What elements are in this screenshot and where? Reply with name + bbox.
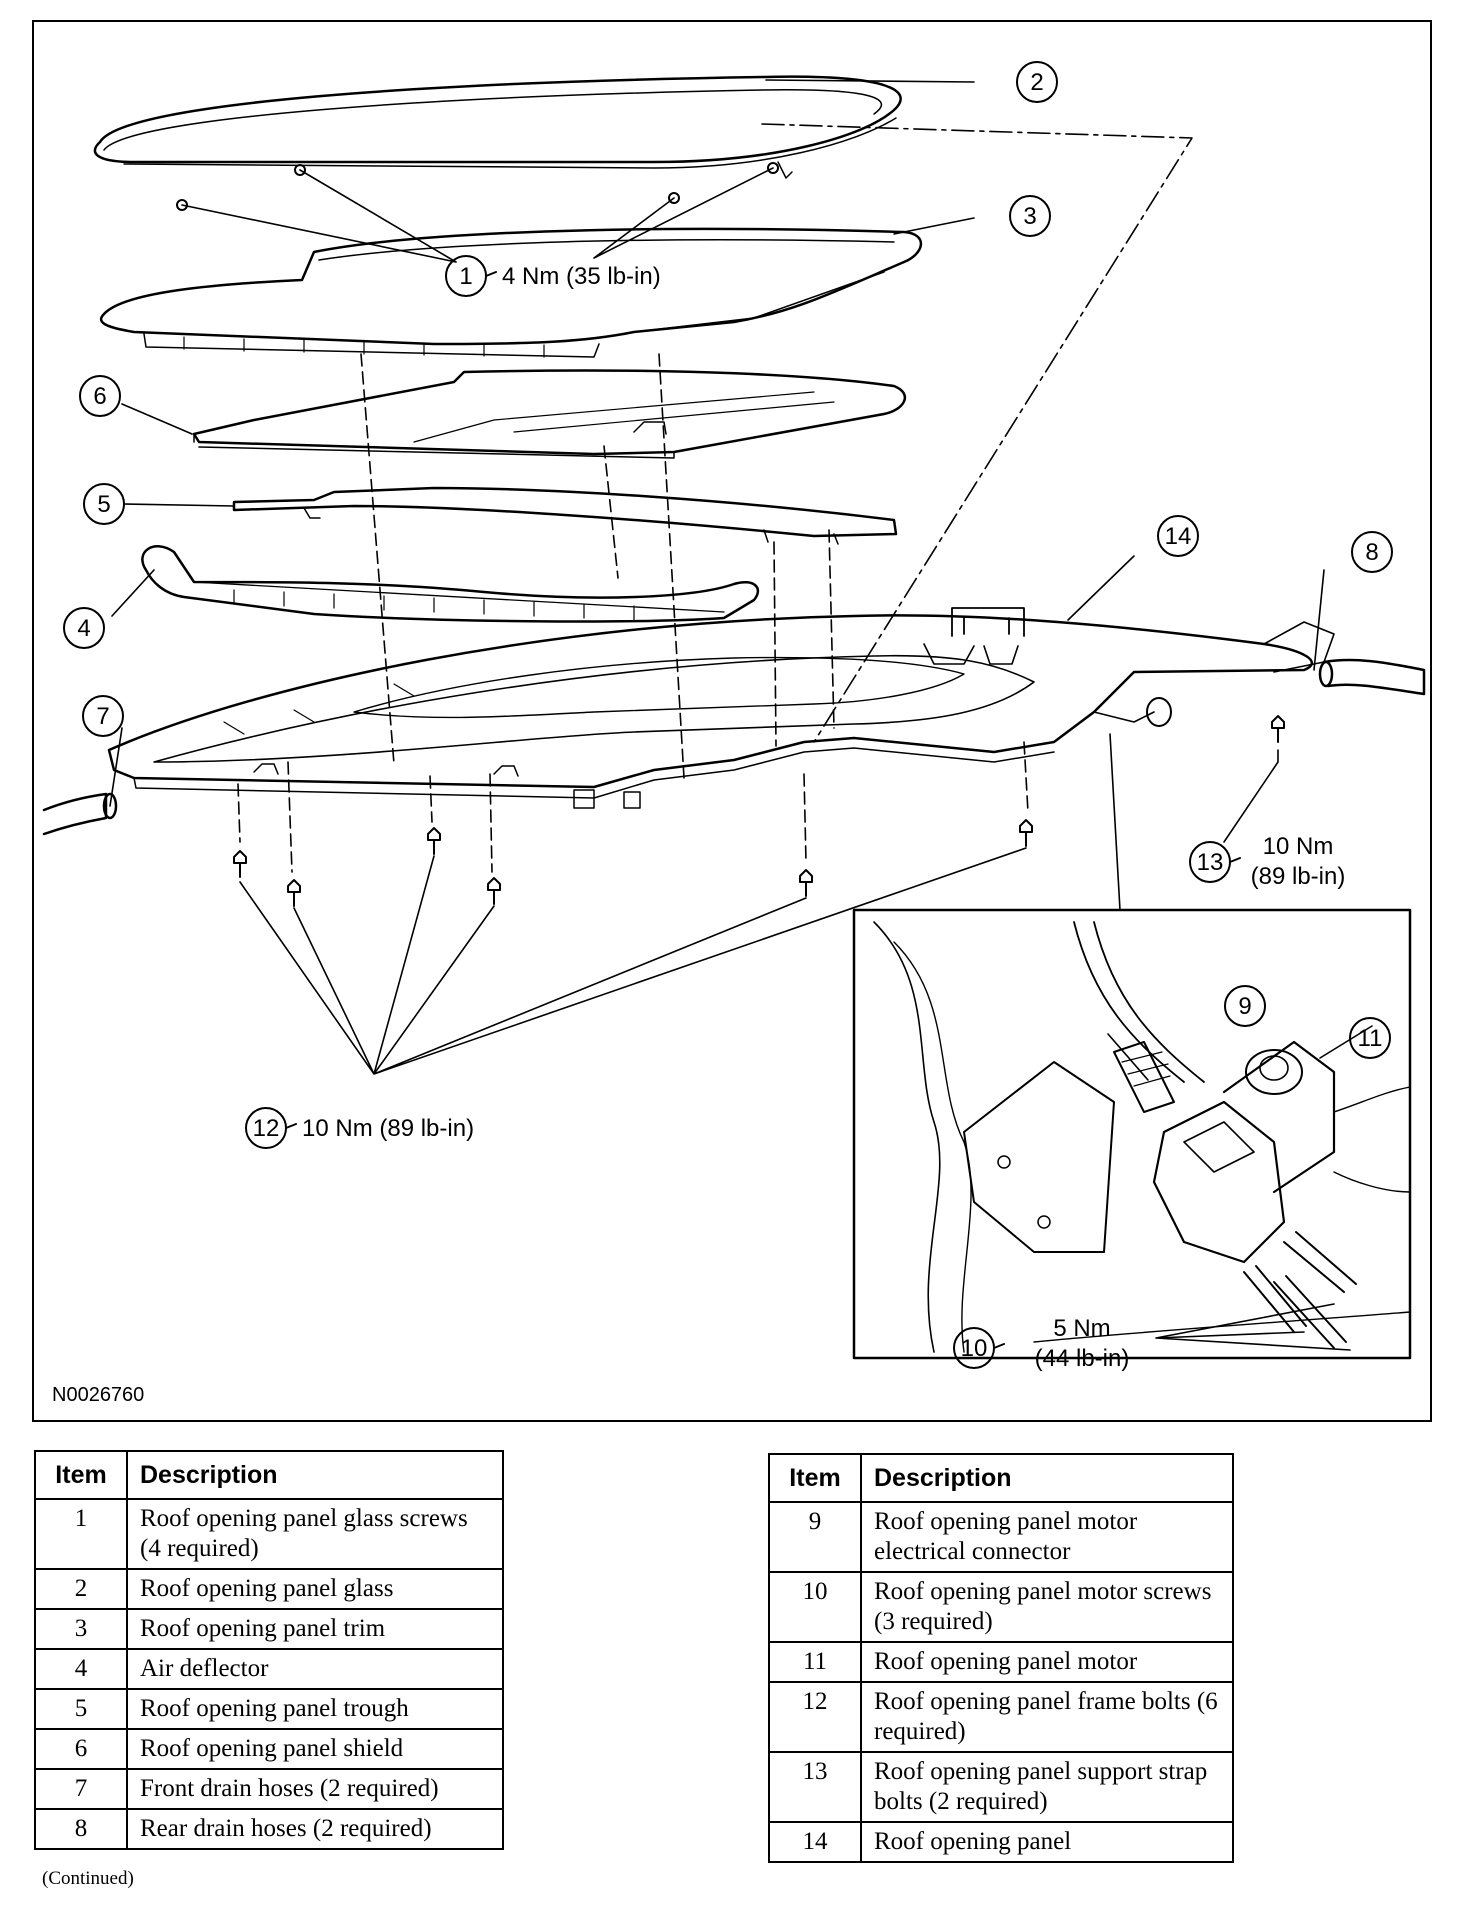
shield-panel	[192, 369, 907, 459]
callout-8: 8	[1365, 539, 1378, 566]
torque-label-13-imperial: (89 lb-in)	[1251, 863, 1346, 890]
legend-item-number: 13	[768, 1751, 862, 1823]
inset-detail	[852, 908, 1412, 1360]
legend-item-description: Rear drain hoses (2 required)	[126, 1808, 504, 1850]
leader-lines	[109, 79, 1325, 1075]
description-header: Description	[860, 1453, 1234, 1503]
legend-item-number: 2	[34, 1568, 128, 1610]
legend-item-number: 6	[34, 1728, 128, 1770]
legend-item-number: 7	[34, 1768, 128, 1810]
legend-item-description: Roof opening panel support strap bolts (…	[860, 1751, 1234, 1823]
roof-panel-frame	[107, 607, 1335, 809]
legend-item-description: Roof opening panel glass screws (4 requi…	[126, 1498, 504, 1570]
callout-11: 11	[1358, 1025, 1383, 1052]
legend-item-number: 10	[768, 1571, 862, 1643]
air-deflector	[141, 545, 760, 623]
front-drain-hose	[42, 792, 118, 836]
exploded-diagram: 2 3 1 6 5 4 7 8 14 13 9 11 12 10 4 Nm (3…	[32, 20, 1432, 1422]
legend-item-description: Roof opening panel frame bolts (6 requir…	[860, 1681, 1234, 1753]
legend-item-description: Front drain hoses (2 required)	[126, 1768, 504, 1810]
callout-14: 14	[1165, 523, 1192, 550]
legend-item-description: Roof opening panel motor electrical conn…	[860, 1501, 1234, 1573]
legend-item-number: 5	[34, 1688, 128, 1730]
legend-item-description: Roof opening panel motor screws (3 requi…	[860, 1571, 1234, 1643]
legend-item-number: 12	[768, 1681, 862, 1753]
legend-item-description: Roof opening panel trough	[126, 1688, 504, 1730]
legend-item-description: Roof opening panel shield	[126, 1728, 504, 1770]
legend-item-number: 9	[768, 1501, 862, 1573]
callout-circles	[63, 61, 1393, 1369]
legend-item-number: 8	[34, 1808, 128, 1850]
legend-header-row: Item Description	[34, 1450, 504, 1500]
legend-item-description: Roof opening panel glass	[126, 1568, 504, 1610]
torque-label-13-value: 10 Nm	[1263, 833, 1334, 860]
assembly-lines	[237, 123, 1193, 873]
item-header: Item	[768, 1453, 862, 1503]
legend-item-number: 11	[768, 1641, 862, 1683]
legend-item-description: Roof opening panel motor	[860, 1641, 1234, 1683]
callout-10: 10	[961, 1335, 988, 1362]
glass-screws	[176, 161, 793, 211]
callout-7: 7	[96, 703, 109, 730]
callout-9: 9	[1238, 993, 1251, 1020]
callout-4: 4	[77, 615, 90, 642]
glass-panel	[93, 75, 902, 169]
diagram-drawing: 2 3 1 6 5 4 7 8 14 13 9 11 12 10 4 Nm (3…	[42, 61, 1426, 1372]
torque-label-10-value: 5 Nm	[1053, 1315, 1110, 1342]
callout-12: 12	[253, 1115, 280, 1142]
legend-header-row: Item Description	[768, 1453, 1234, 1503]
legend-item-number: 1	[34, 1498, 128, 1570]
torque-label-1: 4 Nm (35 lb-in)	[502, 263, 661, 290]
callout-13: 13	[1197, 849, 1224, 876]
continued-note: (Continued)	[42, 1868, 134, 1889]
rear-drain-hose	[1318, 658, 1426, 696]
description-header: Description	[126, 1450, 504, 1500]
legend-item-number: 14	[768, 1821, 862, 1863]
trim-panel	[99, 227, 923, 358]
callout-2: 2	[1030, 69, 1043, 96]
legend-item-number: 3	[34, 1608, 128, 1650]
callout-3: 3	[1023, 203, 1036, 230]
legend-item-number: 4	[34, 1648, 128, 1690]
item-header: Item	[34, 1450, 128, 1500]
legend-item-description: Roof opening panel	[860, 1821, 1234, 1863]
callout-5: 5	[97, 491, 110, 518]
callout-1: 1	[459, 263, 472, 290]
legend-item-description: Air deflector	[126, 1648, 504, 1690]
callout-6: 6	[93, 383, 106, 410]
frame-bolts	[233, 715, 1285, 907]
trough-panel	[232, 486, 898, 545]
figure-id: N0026760	[52, 1384, 145, 1406]
torque-label-12: 10 Nm (89 lb-in)	[302, 1115, 474, 1142]
legend-item-description: Roof opening panel trim	[126, 1608, 504, 1650]
torque-label-10-imperial: (44 lb-in)	[1035, 1345, 1130, 1372]
